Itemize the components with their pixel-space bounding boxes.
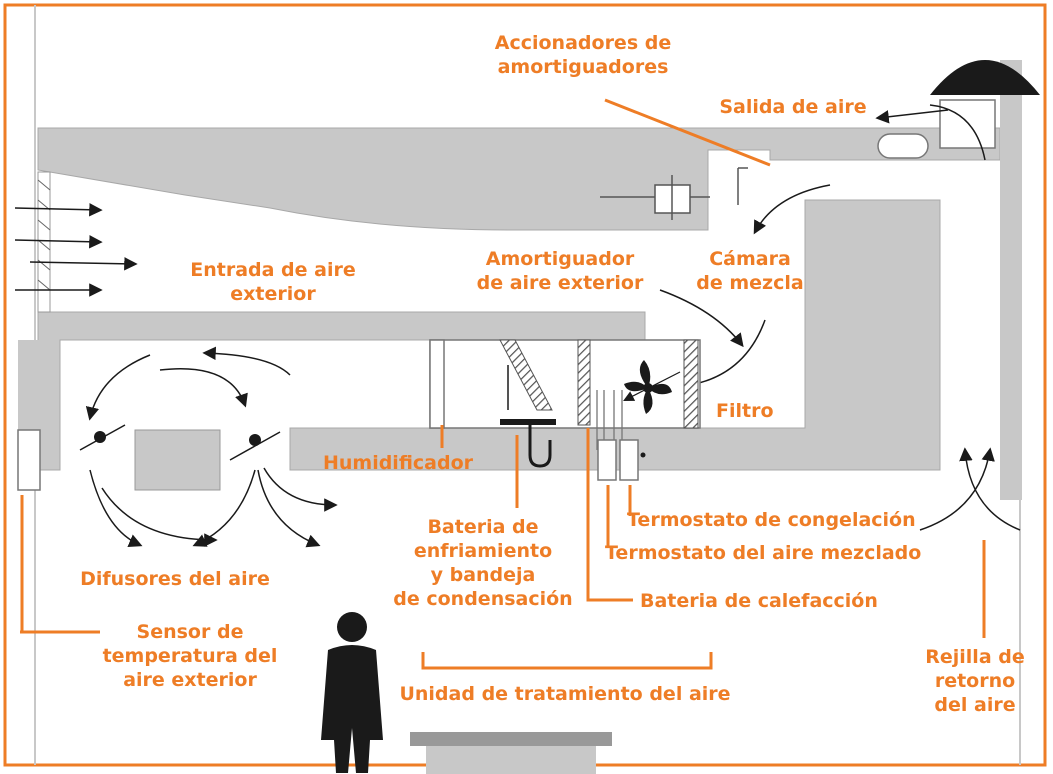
freeze-thermostat: [619, 439, 639, 481]
label-heating-coil: Bateria de calefacción: [640, 590, 878, 612]
person-silhouette: [321, 612, 383, 773]
unit-flow-arrow: [623, 371, 681, 401]
exhaust-arc: [929, 104, 986, 161]
filter: [683, 339, 699, 429]
leader-lines: [20, 98, 986, 670]
lower-duct: [289, 199, 941, 471]
label-cooling-coil: Bateria de enfriamiento y bandeja de con…: [393, 516, 573, 610]
diffuser-box: [134, 429, 221, 491]
cooling-coil: [499, 339, 553, 411]
label-outside-air-damper: Amortiguador de aire exterior: [476, 248, 644, 294]
exhaust-arrow: [875, 109, 949, 124]
label-return-air-grille: Rejilla de retorno del aire: [925, 646, 1025, 716]
label-mixed-air-thermostat: Termostato del aire mezclado: [605, 542, 922, 564]
mixing-arrows: [659, 184, 831, 386]
condensate-pan: [500, 419, 556, 468]
diffuser-right: [249, 434, 261, 446]
intake-arrows: [14, 202, 138, 297]
damper-actuator: [600, 167, 748, 220]
label-damper-actuators: Accionadores de amortiguadores: [494, 32, 672, 78]
label-air-outlet: Salida de aire: [719, 96, 867, 118]
intake-grille: [37, 171, 51, 313]
label-filter: Filtro: [716, 400, 774, 422]
table-furniture: [410, 732, 612, 774]
label-mixing-chamber: Cámara de mezcla: [696, 248, 804, 294]
label-air-handling-unit: Unidad de tratamiento del aire: [399, 683, 731, 705]
sensor-box: [17, 429, 41, 491]
heating-coil: [577, 339, 591, 426]
air-handling-unit: [429, 339, 701, 429]
fan-icon: [624, 360, 672, 414]
roof-dome: [930, 60, 1040, 95]
exhaust-damper: [877, 133, 929, 159]
label-outside-air-sensor: Sensor de temperatura del aire exterior: [102, 621, 278, 691]
diffuser-left: [94, 431, 106, 443]
humidifier: [429, 339, 445, 429]
mixed-air-thermostat: [597, 439, 617, 481]
label-freeze-thermostat: Termostato de congelación: [627, 509, 916, 531]
right-shaft: [1000, 60, 1022, 500]
thermostat-indicator: [640, 452, 646, 458]
exhaust-louver: [939, 99, 996, 149]
return-air-arrows: [919, 447, 1021, 531]
label-air-diffusers: Difusores del aire: [80, 568, 270, 590]
label-humidifier: Humidificador: [322, 452, 474, 474]
label-outside-air-intake: Entrada de aire exterior: [190, 259, 356, 305]
